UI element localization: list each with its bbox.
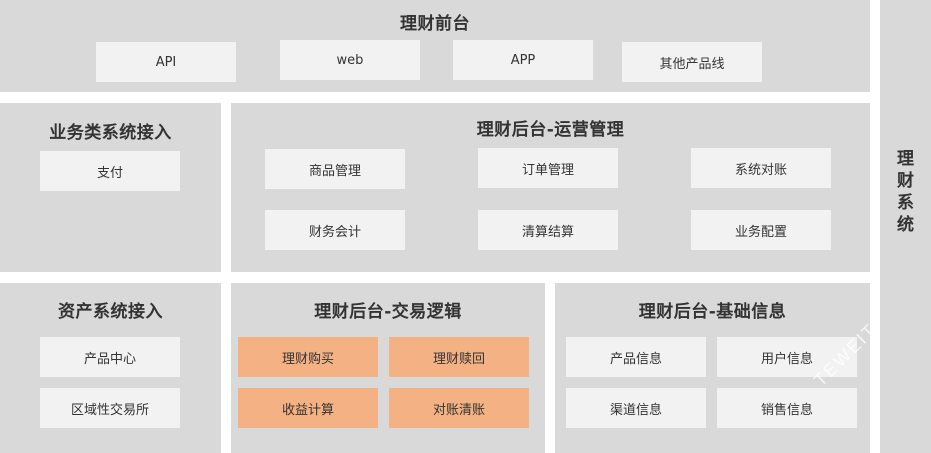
channel-info-box[interactable]: 渠道信息	[566, 388, 706, 428]
payment-box[interactable]: 支付	[40, 151, 180, 191]
finance-system-panel: 理 财 系 统	[880, 0, 931, 453]
purchase-box[interactable]: 理财购买	[238, 337, 378, 377]
clearing-settlement-box[interactable]: 清算结算	[478, 210, 618, 250]
order-management-box[interactable]: 订单管理	[478, 148, 618, 188]
finance-system-char: 理	[897, 149, 914, 169]
product-management-box[interactable]: 商品管理	[265, 149, 405, 189]
basic-info-panel: 理财后台-基础信息 产品信息 用户信息 渠道信息 销售信息	[555, 283, 870, 453]
other-product-line-box[interactable]: 其他产品线	[622, 42, 762, 82]
finance-system-char: 财	[897, 171, 914, 191]
finance-system-char: 统	[897, 215, 914, 235]
business-config-box[interactable]: 业务配置	[691, 210, 831, 250]
api-box[interactable]: API	[96, 42, 236, 82]
user-info-box[interactable]: 用户信息	[717, 337, 857, 377]
redemption-box[interactable]: 理财赎回	[389, 337, 529, 377]
app-box[interactable]: APP	[453, 40, 593, 80]
finance-system-char: 系	[897, 193, 914, 213]
operations-title: 理财后台-运营管理	[476, 120, 625, 140]
reconcile-clear-box[interactable]: 对账清账	[389, 388, 529, 428]
operations-panel: 理财后台-运营管理 商品管理 订单管理 系统对账 财务会计 清算结算 业务配置	[231, 103, 870, 272]
system-reconciliation-box[interactable]: 系统对账	[691, 148, 831, 188]
yield-calculation-box[interactable]: 收益计算	[238, 388, 378, 428]
web-box[interactable]: web	[280, 40, 420, 80]
asset-access-panel: 资产系统接入 产品中心 区域性交易所	[0, 283, 221, 453]
asset-access-title: 资产系统接入	[58, 302, 163, 322]
financial-accounting-box[interactable]: 财务会计	[265, 210, 405, 250]
product-info-box[interactable]: 产品信息	[566, 337, 706, 377]
regional-exchange-box[interactable]: 区域性交易所	[40, 388, 180, 428]
basic-info-title: 理财后台-基础信息	[638, 302, 787, 322]
trading-logic-panel: 理财后台-交易逻辑 理财购买 理财赎回 收益计算 对账清账	[231, 283, 545, 453]
product-center-box[interactable]: 产品中心	[40, 337, 180, 377]
finance-system-title: 理 财 系 统	[880, 148, 931, 236]
trading-logic-title: 理财后台-交易逻辑	[314, 302, 462, 322]
sales-info-box[interactable]: 销售信息	[717, 388, 857, 428]
business-access-panel: 业务类系统接入 支付	[0, 103, 221, 272]
frontend-panel: 理财前台 API web APP 其他产品线	[0, 0, 870, 92]
frontend-title: 理财前台	[400, 14, 470, 34]
business-access-title: 业务类系统接入	[49, 123, 172, 143]
